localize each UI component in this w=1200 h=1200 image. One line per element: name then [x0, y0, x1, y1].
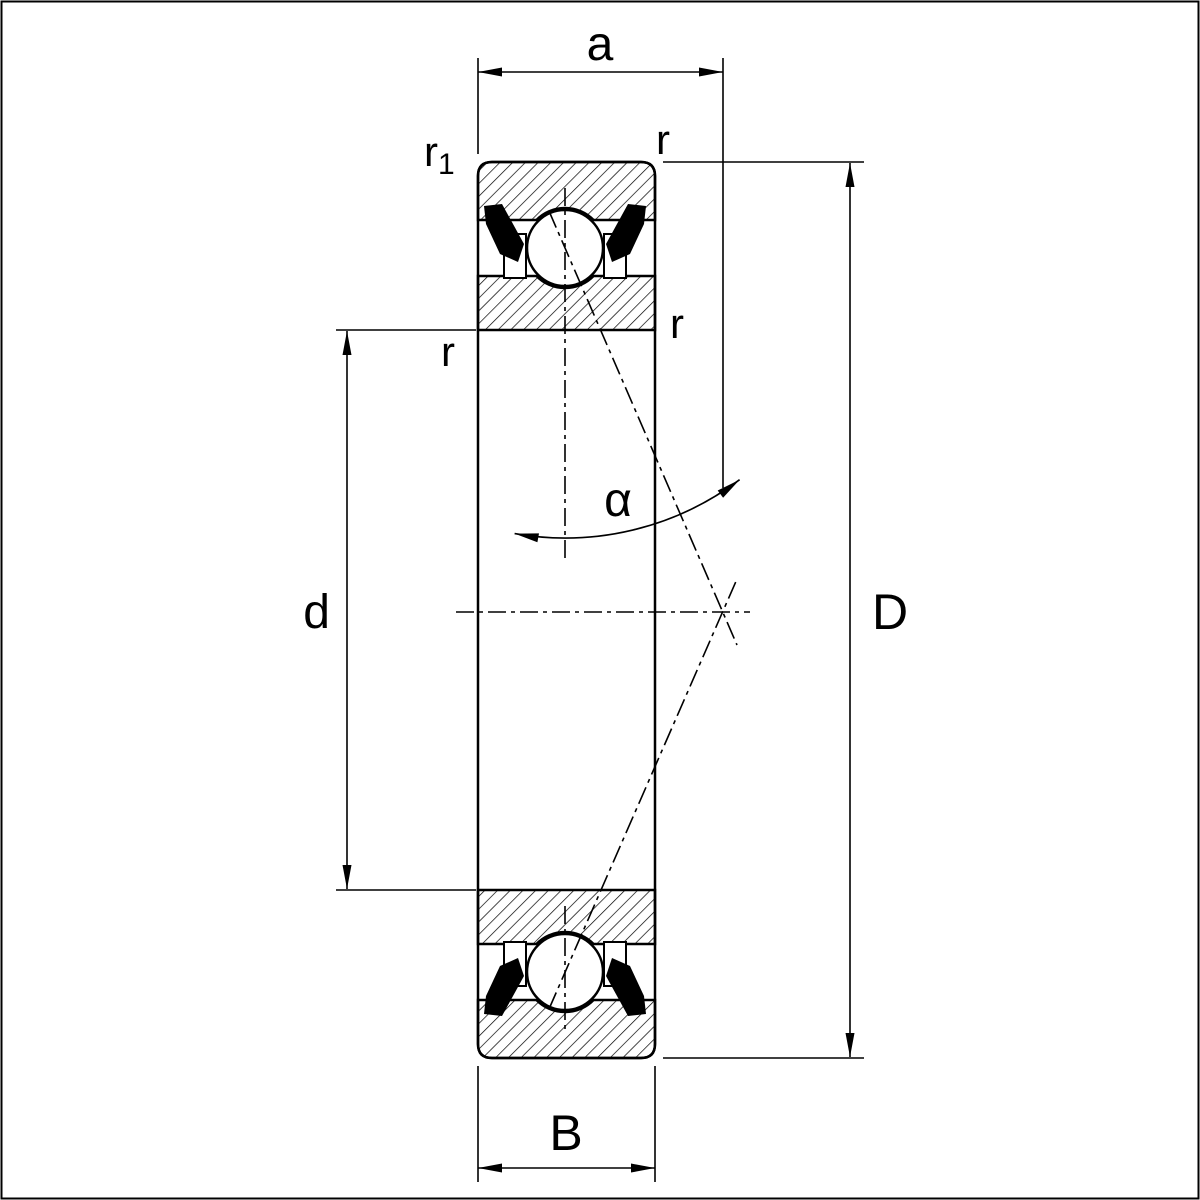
dim-a-arrow-left: [478, 67, 502, 77]
seal-left-upper: [484, 204, 524, 262]
dim-D-arrow-top: [845, 163, 855, 187]
label-alpha: α: [604, 474, 632, 527]
alpha-arc: [514, 479, 741, 539]
label-r1-subscript: 1: [438, 148, 455, 181]
contact-angle-annotation: α: [514, 474, 741, 543]
dim-B-arrow-left: [478, 1163, 502, 1173]
label-r-inner-right: r: [670, 300, 684, 347]
dim-D-arrow-bottom: [845, 1033, 855, 1057]
inner-ring-upper-section: [476, 274, 657, 332]
dim-d-arrow-bottom: [342, 865, 352, 889]
dim-d-arrow-top: [342, 331, 352, 355]
label-D: D: [872, 584, 908, 640]
dim-a-arrow-right: [699, 67, 723, 77]
label-r1-base: r: [424, 128, 438, 175]
contact-line-upper: [548, 210, 738, 646]
alpha-arrow-right: [717, 479, 740, 498]
radius-callouts: r1 r r r: [424, 116, 684, 375]
dim-B: B: [477, 1066, 656, 1182]
label-a: a: [587, 18, 614, 71]
bearing-body: [476, 160, 657, 1060]
inner-ring-lower-section: [476, 888, 657, 946]
label-B: B: [549, 1105, 582, 1161]
centerlines: [456, 188, 750, 1034]
label-r-outer-top-right: r: [656, 116, 670, 163]
label-r1: r1: [424, 128, 455, 181]
dim-a: a: [477, 18, 724, 488]
alpha-arrow-left: [514, 533, 539, 543]
seal-right-lower: [606, 958, 646, 1016]
contact-line-lower: [548, 578, 738, 1010]
label-d: d: [303, 586, 330, 639]
seal-right-upper: [606, 204, 646, 262]
label-r-inner-left: r: [441, 328, 455, 375]
dim-B-arrow-right: [631, 1163, 655, 1173]
dim-d: d: [303, 329, 476, 891]
seal-left-lower: [484, 958, 524, 1016]
bearing-outline: [476, 160, 657, 1060]
dim-D: D: [663, 161, 908, 1059]
